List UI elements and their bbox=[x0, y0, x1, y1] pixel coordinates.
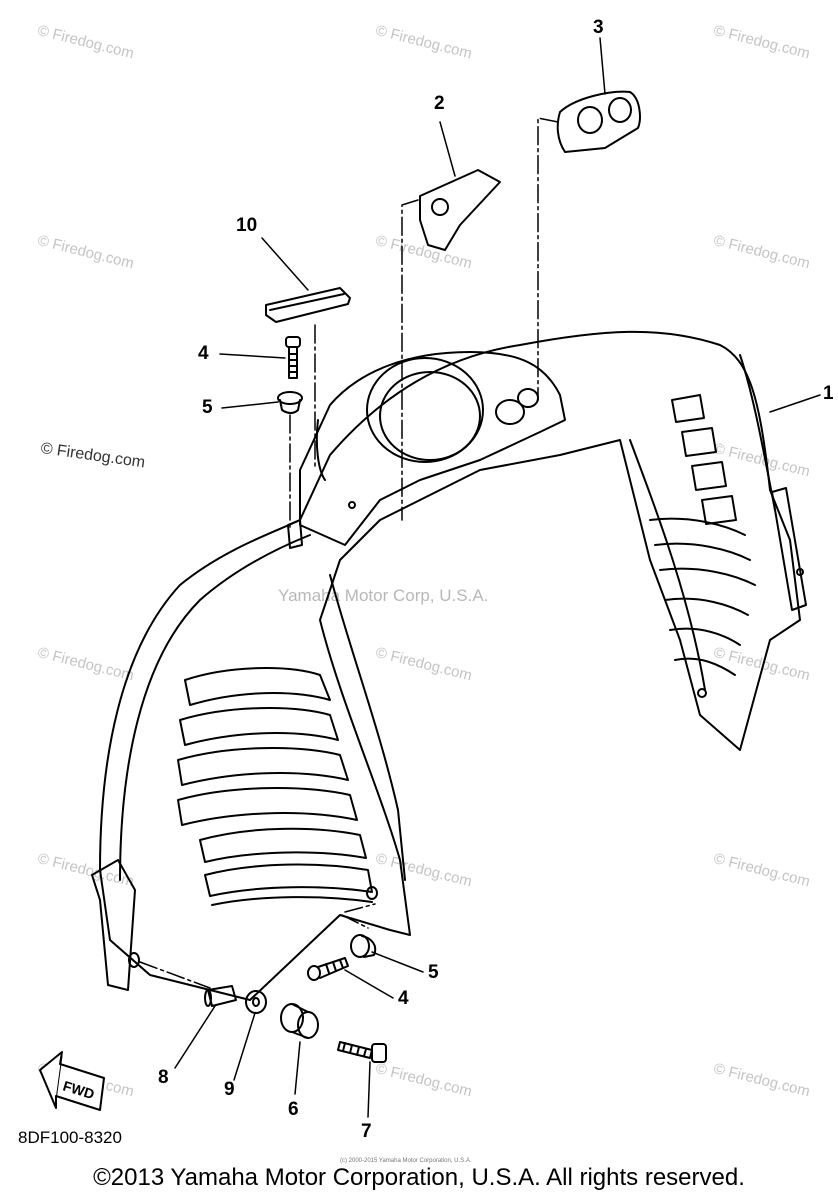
part-9-washer bbox=[245, 990, 267, 1014]
housing-edge bbox=[315, 419, 326, 481]
mount-hole bbox=[495, 399, 525, 425]
part-4-bolt-top bbox=[285, 336, 301, 379]
part-6-grommet bbox=[280, 1003, 319, 1039]
callout-5-lower: 5 bbox=[428, 962, 439, 983]
callout-4-lower: 4 bbox=[398, 988, 409, 1009]
left-louvers bbox=[177, 667, 373, 906]
callout-8: 8 bbox=[158, 1067, 169, 1088]
mount-hole bbox=[348, 501, 356, 509]
small-print: (c) 2000-2015 Yamaha Motor Corporation, … bbox=[340, 1158, 472, 1164]
part-10-strip bbox=[265, 287, 351, 323]
meter-opening bbox=[366, 357, 484, 463]
callout-7: 7 bbox=[361, 1121, 372, 1142]
inner-panel-edge bbox=[329, 574, 406, 881]
callout-4-top: 4 bbox=[198, 343, 209, 364]
meter-housing bbox=[299, 351, 566, 546]
meter-opening bbox=[379, 371, 481, 461]
inner-panel-edge bbox=[629, 439, 706, 691]
part-2-hole bbox=[431, 198, 449, 216]
left-flange bbox=[91, 859, 136, 991]
callout-10: 10 bbox=[236, 215, 258, 236]
fwd-arrow-icon bbox=[39, 1051, 105, 1111]
callout-2: 2 bbox=[434, 93, 445, 114]
right-louvers bbox=[649, 394, 756, 676]
callout-6: 6 bbox=[288, 1099, 299, 1120]
part-7-bolt bbox=[337, 1041, 387, 1063]
inner-panel-edge bbox=[119, 534, 311, 881]
part-2-bracket bbox=[419, 169, 501, 251]
copyright-notice: ©2013 Yamaha Motor Corporation, U.S.A. A… bbox=[93, 1164, 745, 1191]
part-3-plate bbox=[556, 90, 641, 153]
right-bracket bbox=[771, 487, 807, 611]
bracket-hole bbox=[697, 688, 707, 698]
callout-1: 1 bbox=[823, 383, 834, 404]
callout-9: 9 bbox=[224, 1079, 235, 1100]
part-8-collar bbox=[204, 985, 237, 1007]
part-5-grommet-lower bbox=[350, 934, 377, 958]
callout-3: 3 bbox=[593, 17, 604, 38]
bracket-hole bbox=[796, 568, 804, 576]
part-4-screw-lower bbox=[307, 957, 349, 981]
inner-panel-outline bbox=[99, 330, 801, 1001]
diagram-code: 8DF100-8320 bbox=[18, 1128, 122, 1147]
flange-hole bbox=[128, 952, 140, 968]
part-3-hole bbox=[577, 106, 603, 134]
mount-hole bbox=[517, 388, 539, 408]
inner-panel-edge bbox=[739, 354, 776, 511]
part-3-hole bbox=[608, 97, 632, 123]
callout-5-top: 5 bbox=[202, 397, 213, 418]
lower-hole bbox=[366, 886, 378, 900]
leader-lines bbox=[139, 37, 821, 1118]
housing-tab bbox=[287, 519, 303, 549]
part-5-grommet-top bbox=[277, 391, 303, 414]
